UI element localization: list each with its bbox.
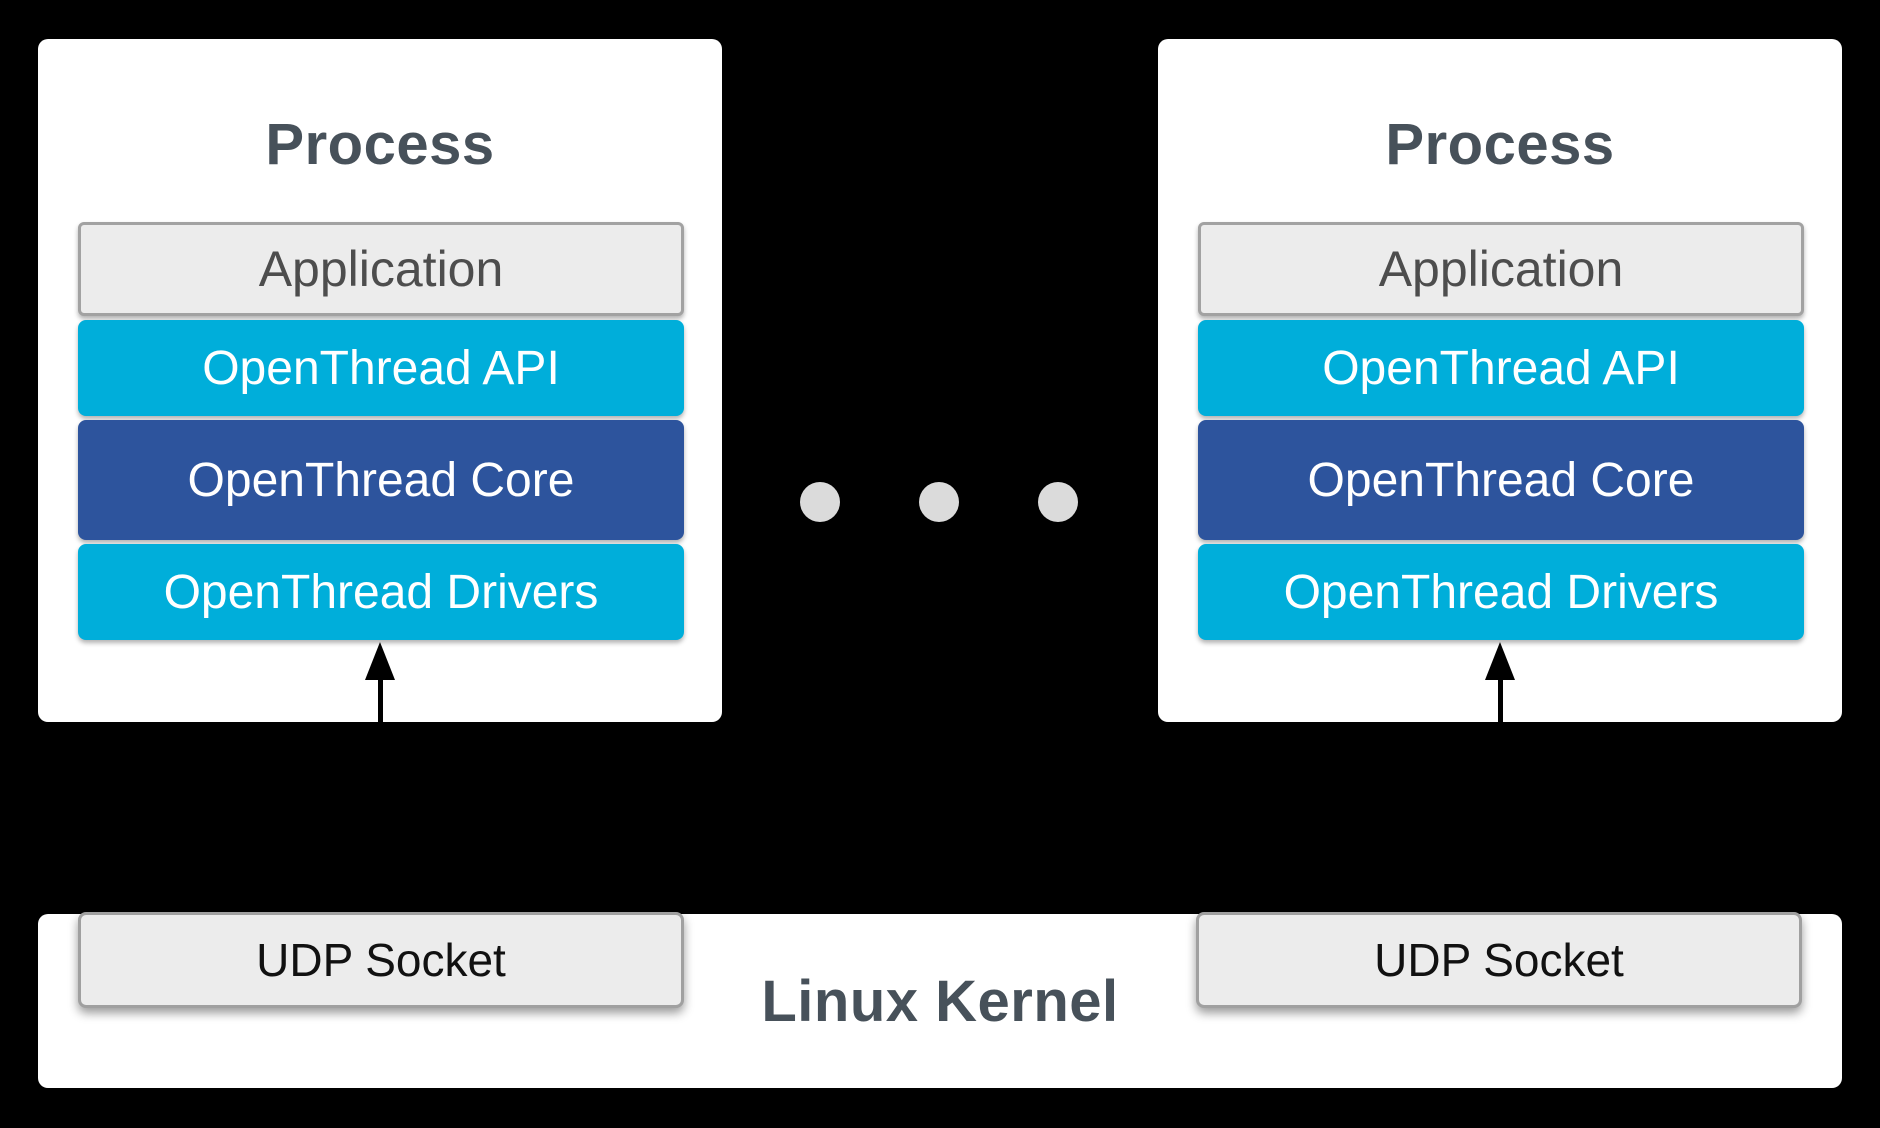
process-title: Process bbox=[1385, 112, 1615, 177]
kernel-panel: Linux Kernel UDP Socket UDP Socket bbox=[38, 912, 1842, 1088]
layer-openthread-drivers: OpenThread Drivers bbox=[78, 544, 684, 640]
layer-openthread-api: OpenThread API bbox=[1198, 320, 1804, 416]
layer-openthread-core: OpenThread Core bbox=[1198, 420, 1804, 540]
arrow-stem bbox=[377, 679, 383, 722]
layer-openthread-drivers: OpenThread Drivers bbox=[1198, 544, 1804, 640]
ellipsis-dot bbox=[800, 482, 840, 522]
layer-application: Application bbox=[78, 222, 684, 316]
process-title: Process bbox=[265, 112, 495, 177]
udp-socket-box-right: UDP Socket bbox=[1196, 912, 1802, 1008]
up-arrow-icon bbox=[1485, 642, 1515, 722]
layer-openthread-core: OpenThread Core bbox=[78, 420, 684, 540]
kernel-title: Linux Kernel bbox=[761, 968, 1119, 1034]
arrow-head bbox=[1485, 642, 1515, 680]
process-box-left: Process Application OpenThread API OpenT… bbox=[38, 39, 722, 722]
layer-application: Application bbox=[1198, 222, 1804, 316]
arrow-head bbox=[365, 642, 395, 680]
ellipsis-dot bbox=[1038, 482, 1078, 522]
udp-socket-box-left: UDP Socket bbox=[78, 912, 684, 1008]
process-box-right: Process Application OpenThread API OpenT… bbox=[1158, 39, 1842, 722]
layer-openthread-api: OpenThread API bbox=[78, 320, 684, 416]
up-arrow-icon bbox=[365, 642, 395, 722]
ellipsis-dot bbox=[919, 482, 959, 522]
process-ellipsis bbox=[800, 482, 1078, 522]
arrow-stem bbox=[1497, 679, 1503, 722]
